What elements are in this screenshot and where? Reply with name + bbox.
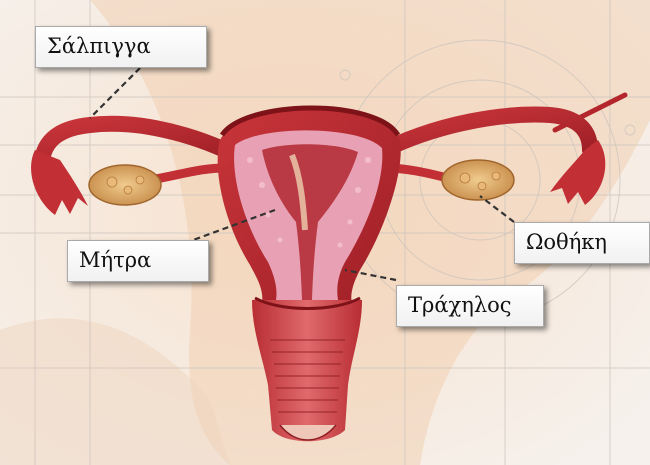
right-fimbriae [550,140,606,205]
cavity-highlight [289,153,308,231]
right-ovary [441,159,515,201]
label-cervix: Τράχηλος [396,285,544,327]
uterus-fundus-rim [219,105,401,137]
leader-line-mitra [184,208,276,245]
left-fimbriae [31,150,89,215]
leader-lines [89,67,515,282]
right-fallopian-tube [387,106,598,158]
left-fallopian-tube [34,115,233,168]
uterine-cavity [262,144,358,300]
body-shading-2 [0,318,230,465]
cervix [252,300,362,442]
vaginal-opening [279,424,337,441]
leader-line-salpigga [89,67,141,119]
leader-line-trachilos [344,268,397,282]
cervix-rugae [270,339,345,413]
label-ovary: Ωοθήκη [514,222,650,264]
ovary-follicles [106,171,501,195]
cervix-lip [254,296,361,310]
label-uterus: Μήτρα [67,240,209,282]
left-ovary [88,164,162,206]
endometrium-texture [247,157,371,248]
leader-line-oothiki [479,195,515,223]
label-fallopian-tube: Σάλπιγγα [35,26,207,68]
